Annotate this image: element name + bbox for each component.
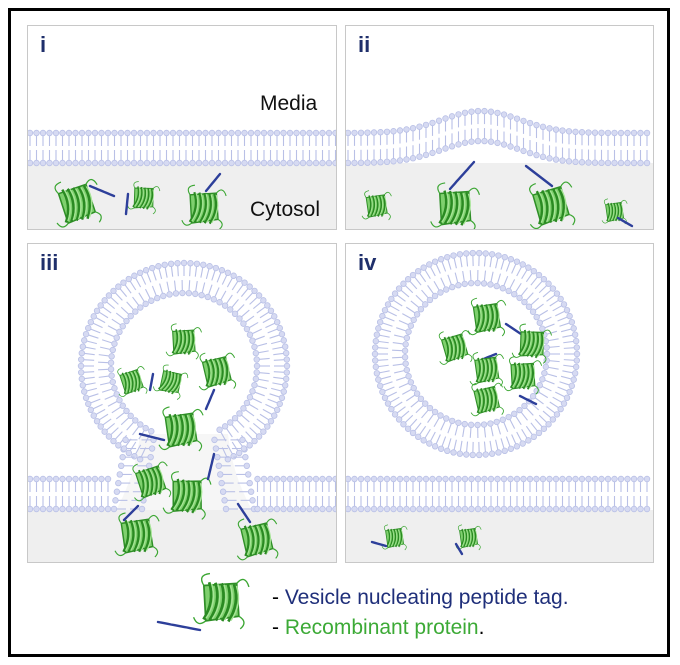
peptide-tag	[448, 160, 476, 191]
protein-glyph	[198, 352, 237, 391]
peptide-tag	[454, 542, 464, 556]
media-label: Media	[260, 92, 318, 115]
cytosol-label: Cytosol	[250, 198, 321, 221]
vesicle-membrane	[371, 249, 581, 459]
membrane-bilayer	[346, 475, 651, 513]
legend-icon	[156, 572, 250, 632]
protein-glyph	[511, 323, 552, 364]
peptide-tag	[236, 502, 252, 524]
vesicle-membrane	[77, 259, 291, 463]
legend-protein-label: Recombinant protein	[284, 616, 479, 639]
legend-text: - Vesicle nucleating peptide tag. - Reco…	[272, 583, 569, 643]
protein-glyph	[117, 366, 148, 398]
protein-glyph	[114, 512, 160, 558]
protein-glyph	[455, 524, 482, 551]
legend-protein-dash: -	[272, 616, 285, 639]
legend-tag-label: Vesicle nucleating peptide tag.	[284, 586, 569, 609]
peptide-tag	[204, 388, 216, 411]
protein-glyph	[162, 471, 212, 520]
peptide-tag	[206, 452, 216, 481]
legend-tag-row: - Vesicle nucleating peptide tag.	[272, 583, 569, 613]
peptide-tag	[616, 216, 634, 228]
panel-iii: iii	[27, 243, 337, 563]
protein-glyph	[381, 524, 408, 551]
legend-protein-period: .	[478, 616, 485, 639]
panel-i-label: i	[40, 32, 47, 57]
panel-ii-diagram	[346, 26, 653, 229]
protein-glyph	[153, 364, 189, 400]
legend-protein-row: - Recombinant protein.	[272, 613, 569, 643]
protein-glyph	[438, 330, 473, 365]
protein-glyph	[192, 572, 250, 630]
protein-glyph	[132, 461, 172, 502]
peptide-tag	[204, 172, 222, 193]
protein-glyph	[503, 356, 543, 395]
protein-glyph	[165, 323, 202, 360]
panel-ii: ii	[345, 25, 654, 230]
panel-iv: iv	[345, 243, 654, 563]
panel-iv-label: iv	[358, 250, 377, 275]
peptide-tag	[122, 504, 140, 522]
protein-glyph	[470, 382, 504, 417]
protein-glyph	[127, 181, 161, 215]
panel-i-diagram	[28, 129, 336, 229]
protein-glyph	[467, 297, 507, 337]
protein-glyph	[158, 406, 204, 452]
membrane-bilayer	[28, 129, 336, 167]
panel-iii-diagram	[28, 259, 336, 562]
protein-glyph	[181, 184, 227, 229]
membrane-bilayer	[346, 107, 651, 167]
neck-membrane	[110, 436, 258, 513]
peptide-tag	[148, 372, 155, 392]
legend-tag-dash: -	[272, 586, 285, 609]
panel-iv-diagram	[346, 249, 653, 562]
panel-ii-label: ii	[358, 32, 371, 57]
protein-glyph	[430, 182, 481, 229]
panel-iii-label: iii	[40, 250, 59, 275]
protein-glyph	[469, 351, 505, 387]
panel-i: i Media Cytosol	[27, 25, 337, 230]
peptide-tag	[518, 394, 538, 406]
peptide-tag	[370, 540, 388, 548]
protein-glyph	[601, 198, 628, 225]
peptide-tag	[524, 164, 554, 188]
peptide-tag	[88, 184, 116, 198]
protein-glyph	[529, 181, 576, 229]
peptide-tag	[138, 432, 166, 442]
protein-glyph	[361, 190, 392, 221]
membrane-bilayer	[28, 475, 336, 513]
protein-glyph	[54, 178, 102, 228]
peptide-tag	[124, 192, 130, 216]
peptide-tag	[156, 620, 202, 632]
protein-glyph	[236, 518, 279, 561]
